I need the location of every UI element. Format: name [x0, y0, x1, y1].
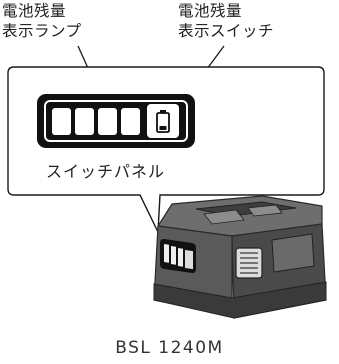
lamp-1	[52, 108, 71, 135]
battery-lamps	[52, 108, 140, 135]
switch-label-line1: 電池残量	[178, 2, 243, 20]
lamp-2	[75, 108, 94, 135]
lamp-4	[121, 108, 140, 135]
battery-icon	[156, 110, 170, 133]
lamp-label-line2: 表示ランプ	[2, 22, 82, 40]
lamp-3	[98, 108, 117, 135]
switch-label-line2: 表示スイッチ	[178, 22, 275, 40]
lamp-label-line1: 電池残量	[2, 2, 67, 20]
panel-caption: スイッチパネル	[46, 162, 166, 181]
switch-indicator-label: 電池残量 表示スイッチ	[178, 1, 274, 41]
switch-panel-inner	[44, 100, 188, 142]
battery-check-switch[interactable]	[147, 104, 179, 138]
battery-pack	[153, 195, 327, 319]
lamp-indicator-label: 電池残量 表示ランプ	[2, 1, 82, 41]
model-name: BSL 1240M	[115, 338, 224, 358]
